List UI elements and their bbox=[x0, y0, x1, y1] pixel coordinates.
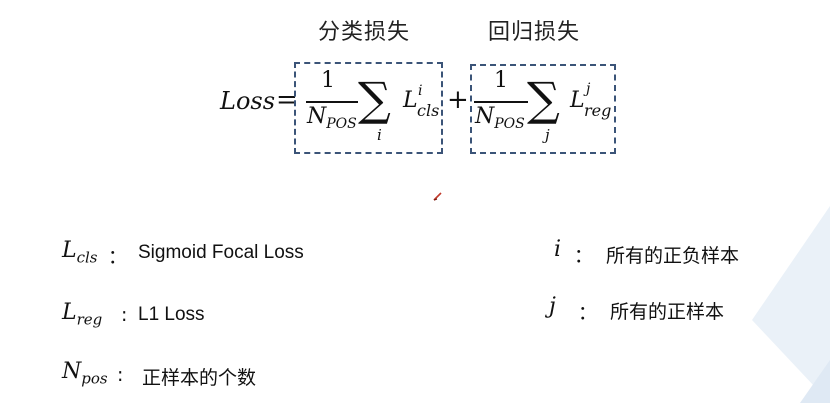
plus-sign: + bbox=[447, 85, 469, 115]
cls-term-base: L bbox=[403, 88, 418, 113]
reg-term-subscript: reg bbox=[584, 101, 612, 120]
cls-sum-symbol: ∑ bbox=[358, 72, 391, 126]
def-i-colon: ： bbox=[574, 245, 594, 267]
loss-lhs: Loss bbox=[220, 87, 276, 115]
reg-sum-symbol: ∑ bbox=[527, 72, 560, 126]
cls-term-subscript: cls bbox=[417, 101, 440, 120]
def-cls-text: Sigmoid Focal Loss bbox=[138, 242, 304, 263]
cls-term-superscript: i bbox=[418, 83, 423, 99]
classification-loss-box bbox=[294, 62, 443, 154]
equals-sign: = bbox=[276, 85, 298, 115]
reg-term-base: L bbox=[570, 88, 585, 113]
def-i-text: 所有的正负样本 bbox=[606, 246, 740, 267]
reg-sum-index: j bbox=[545, 126, 550, 144]
reg-denominator: NPOS bbox=[475, 104, 525, 132]
def-npos-colon: : bbox=[117, 364, 124, 386]
def-reg-symbol: Lreg bbox=[62, 300, 103, 329]
reg-term-superscript: j bbox=[586, 81, 591, 97]
def-reg-text: L1 Loss bbox=[138, 304, 205, 325]
cls-fraction-bar bbox=[306, 101, 358, 103]
def-npos-text: 正样本的个数 bbox=[142, 368, 257, 389]
regression-loss-heading: 回归损失 bbox=[488, 20, 581, 45]
def-npos-symbol: Npos bbox=[62, 359, 108, 388]
def-j-symbol: j bbox=[549, 294, 556, 319]
cls-numerator: 1 bbox=[321, 68, 335, 93]
def-cls-colon: ： bbox=[108, 246, 128, 268]
reg-numerator: 1 bbox=[494, 68, 508, 93]
cls-sum-index: i bbox=[377, 126, 382, 144]
def-j-text: 所有的正样本 bbox=[610, 302, 725, 323]
def-reg-colon: : bbox=[121, 304, 128, 326]
def-j-colon: ： bbox=[578, 302, 598, 324]
pen-cursor-icon bbox=[433, 192, 442, 201]
def-cls-symbol: Lcls bbox=[62, 238, 98, 267]
regression-loss-box bbox=[470, 64, 616, 154]
reg-fraction-bar bbox=[474, 101, 528, 103]
classification-loss-heading: 分类损失 bbox=[318, 20, 411, 45]
cls-denominator: NPOS bbox=[307, 104, 357, 132]
def-i-symbol: i bbox=[554, 237, 562, 262]
